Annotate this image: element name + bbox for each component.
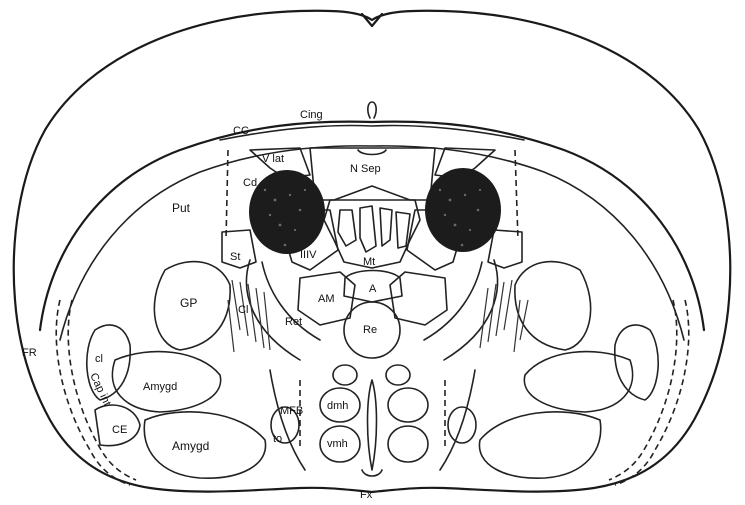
label-mfb: MFB [280, 405, 303, 417]
globus-pallidus-right [515, 262, 591, 350]
label-cc: CC [233, 125, 249, 137]
third-ventricle [368, 380, 377, 470]
claustrum-right [615, 325, 658, 400]
internal-capsule-hatch-right [480, 280, 528, 352]
label-cing: Cing [300, 109, 323, 121]
median-eminence [362, 470, 382, 476]
amygdala-lower-right [479, 412, 600, 478]
thalamus-small-1 [338, 210, 356, 246]
midline-loop [368, 102, 376, 118]
label-fr: FR [22, 347, 37, 359]
stria-right [488, 230, 522, 268]
thalamus-small-3 [380, 208, 392, 246]
label-vmh: vmh [327, 438, 348, 450]
lesion-left [249, 170, 325, 254]
brain-outer-outline [14, 11, 731, 492]
reticular-right [424, 262, 482, 340]
right-am-nucleus [390, 272, 447, 325]
label-gp: GP [180, 296, 197, 310]
label-mt: Mt [363, 256, 375, 268]
internal-capsule-hatch-left [228, 280, 270, 352]
amygdala-upper-right [524, 352, 632, 412]
label-n-sep: N Sep [350, 163, 381, 175]
septum-mark [358, 150, 386, 155]
label-ret: Ret [285, 316, 302, 328]
label-re: Re [363, 324, 377, 336]
label-amygd-top: Amygd [143, 381, 177, 393]
label-am: AM [318, 293, 335, 305]
label-amygd-bottom: Amygd [172, 439, 209, 453]
label-put: Put [172, 201, 191, 215]
label-st: St [230, 251, 240, 263]
cortex-inner-boundary [40, 122, 704, 330]
lesion-right [425, 168, 501, 252]
label-fx: Fx [360, 489, 373, 501]
small-nucleus-2 [386, 365, 410, 385]
label-v-lat: V lat [262, 153, 284, 165]
label-dmh: dmh [327, 400, 348, 412]
label-cd: Cd [243, 177, 257, 189]
thalamus-small-2 [360, 206, 376, 252]
vmh-nucleus-right [388, 426, 428, 462]
label-to: to [273, 433, 282, 445]
label-cl-int: Cl [238, 304, 248, 316]
label-ce: CE [112, 424, 127, 436]
thalamus-outer-left [247, 260, 300, 360]
reticular-left [262, 262, 320, 340]
label-a: A [369, 283, 377, 295]
thalamus-outer-right [444, 260, 497, 360]
label-iii-v: IIIV [300, 249, 317, 261]
small-nucleus-1 [333, 365, 357, 385]
dmh-nucleus-right [388, 388, 428, 422]
label-cl-ext: cl [95, 353, 103, 365]
